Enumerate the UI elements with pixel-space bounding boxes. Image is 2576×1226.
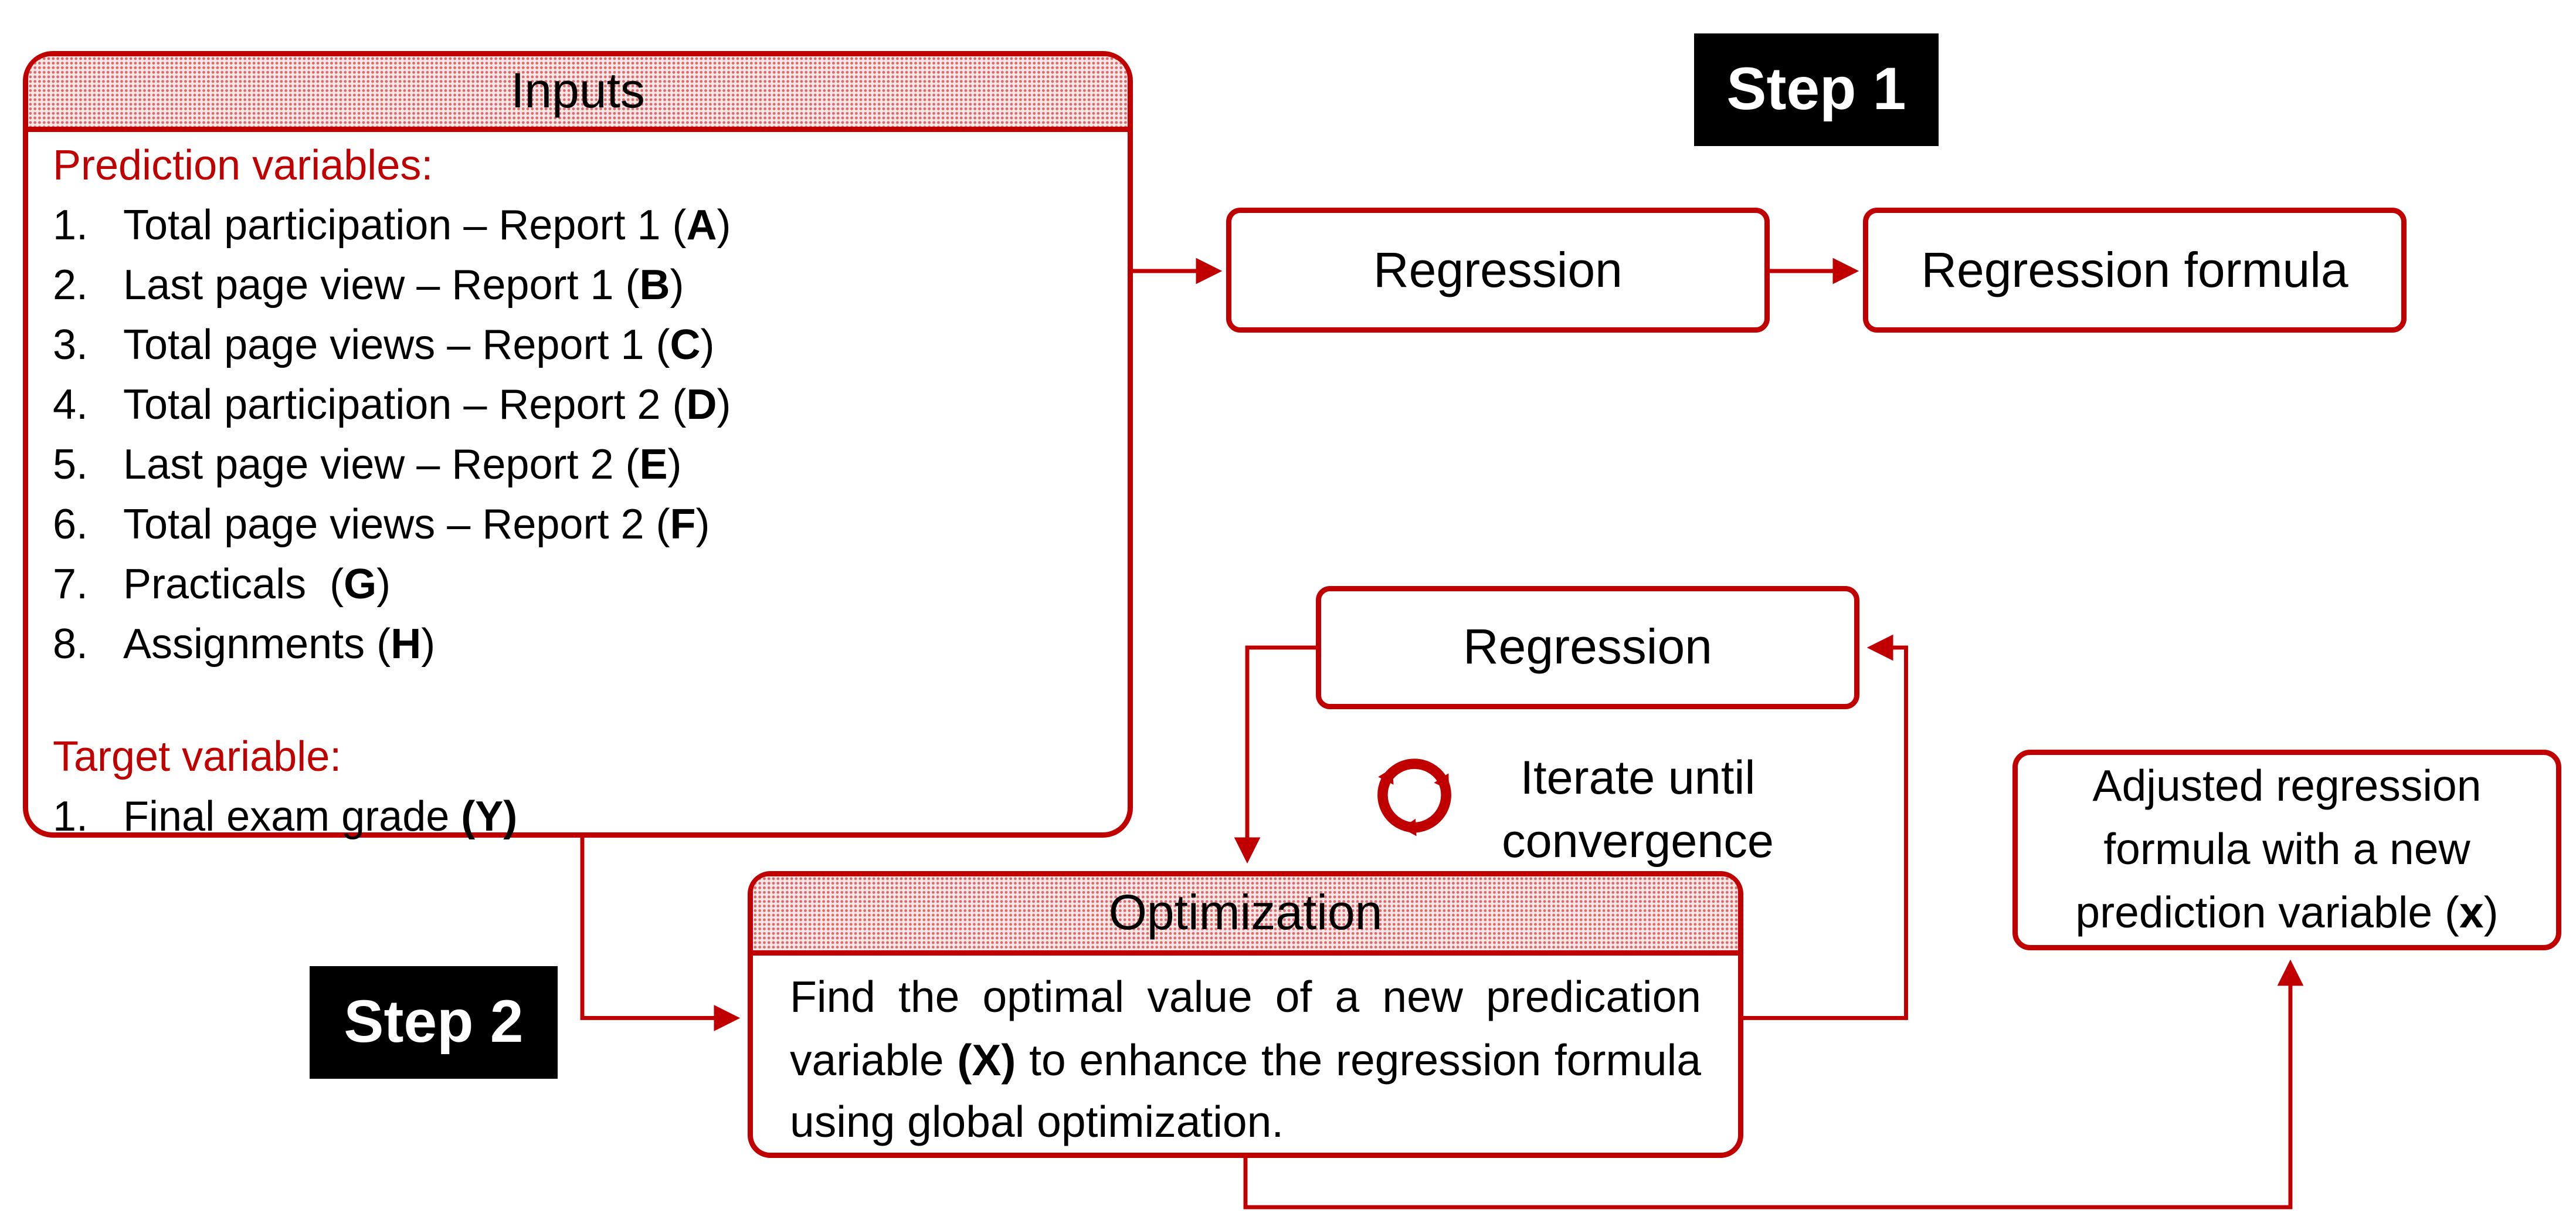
list-item-text: Last page view – Report 1 (B) bbox=[123, 257, 684, 317]
connector-regression2-to-optimization bbox=[1234, 645, 1316, 864]
text-prefix: Total page views – Report 2 ( bbox=[123, 502, 670, 549]
inputs-title: Inputs bbox=[511, 63, 645, 118]
iterate-note: Iterate until convergence bbox=[1471, 746, 1805, 873]
text-suffix: ) bbox=[421, 621, 436, 669]
list-item: 6. Total page views – Report 2 (F) bbox=[53, 496, 1103, 556]
optimization-body: Find the optimal value of a new predicat… bbox=[753, 956, 1738, 1156]
variable-letter: G bbox=[344, 561, 377, 609]
list-item-text: Practicals (G) bbox=[123, 556, 391, 616]
regression-label: Regression bbox=[1463, 619, 1712, 674]
list-item-text: Assignments (H) bbox=[123, 616, 435, 676]
iterate-note-line2: convergence bbox=[1502, 815, 1774, 868]
connector-inputs-to-optimization bbox=[580, 837, 741, 1031]
variable-letter: C bbox=[670, 322, 701, 370]
list-item-text: Total participation – Report 2 (D) bbox=[123, 377, 731, 436]
step2-badge: Step 2 bbox=[310, 966, 558, 1079]
list-item-number: 1. bbox=[53, 202, 89, 250]
text-prefix: Last page view – Report 2 ( bbox=[123, 442, 640, 489]
text-prefix: Total participation – Report 2 ( bbox=[123, 382, 687, 429]
text-prefix: Final exam grade bbox=[123, 794, 461, 841]
cycle-arrows-icon bbox=[1377, 758, 1451, 836]
inputs-box: Inputs Prediction variables: 1. Total pa… bbox=[23, 51, 1133, 841]
step1-badge: Step 1 bbox=[1694, 33, 1939, 146]
list-item: 8. Assignments (H) bbox=[53, 616, 1103, 676]
list-item-number: 2. bbox=[53, 262, 89, 310]
variable-letter: F bbox=[670, 502, 696, 549]
text-prefix: Practicals ( bbox=[123, 561, 344, 609]
text-suffix: ) bbox=[376, 561, 391, 609]
list-item-number: 4. bbox=[53, 382, 89, 429]
list-item-text: Total page views – Report 2 (F) bbox=[123, 496, 710, 556]
variable-letter: E bbox=[639, 442, 668, 489]
list-item-text: Final exam grade (Y) bbox=[123, 788, 517, 848]
list-item: 3. Total page views – Report 1 (C) bbox=[53, 317, 1103, 377]
text-suffix: ) bbox=[700, 322, 715, 370]
regression-label: Regression bbox=[1373, 242, 1623, 297]
regression-box-step2: Regression bbox=[1316, 586, 1859, 709]
list-item-number: 5. bbox=[53, 442, 89, 489]
list-item: 5. Last page view – Report 2 (E) bbox=[53, 436, 1103, 496]
inputs-body: Prediction variables: 1. Total participa… bbox=[28, 132, 1128, 848]
adjusted-formula-text: Adjusted regression formula with a new p… bbox=[2018, 755, 2556, 945]
list-item-text: Total participation – Report 1 (A) bbox=[123, 197, 731, 257]
list-item: 4. Total participation – Report 2 (D) bbox=[53, 377, 1103, 436]
list-item-number: 3. bbox=[53, 322, 89, 370]
optimization-header: Optimization bbox=[753, 876, 1738, 956]
prediction-variables-label: Prediction variables: bbox=[53, 143, 433, 190]
list-item-text: Last page view – Report 2 (E) bbox=[123, 436, 682, 496]
text-suffix: ) bbox=[670, 262, 684, 310]
inputs-header: Inputs bbox=[28, 56, 1128, 132]
adjusted-formula-box: Adjusted regression formula with a new p… bbox=[2012, 750, 2561, 950]
text-prefix: Assignments ( bbox=[123, 621, 391, 669]
list-item-number: 6. bbox=[53, 502, 89, 549]
list-item-number: 7. bbox=[53, 561, 89, 609]
step2-label: Step 2 bbox=[344, 988, 524, 1055]
optimization-box: Optimization Find the optimal value of a… bbox=[748, 871, 1743, 1158]
variable-letter: A bbox=[686, 202, 717, 250]
optimization-title: Optimization bbox=[1108, 885, 1383, 940]
text-suffix: ) bbox=[2483, 889, 2499, 938]
regression-formula-label: Regression formula bbox=[1921, 242, 2348, 297]
list-item-number: 8. bbox=[53, 621, 89, 669]
text-suffix: to enhance the regression formula using … bbox=[790, 1035, 1701, 1148]
text-suffix: ) bbox=[667, 442, 682, 489]
regression-box-step1: Regression bbox=[1226, 208, 1770, 333]
variable-letter: (Y) bbox=[461, 794, 518, 841]
list-item-text: Total page views – Report 1 (C) bbox=[123, 317, 715, 377]
list-item: 2. Last page view – Report 1 (B) bbox=[53, 257, 1103, 317]
text-suffix: ) bbox=[717, 382, 731, 429]
text-prefix: Adjusted regression formula with a new p… bbox=[2075, 762, 2482, 938]
text-prefix: Total page views – Report 1 ( bbox=[123, 322, 670, 370]
variable-letter: D bbox=[686, 382, 717, 429]
list-item-number: 1. bbox=[53, 794, 89, 841]
list-item: 1. Final exam grade (Y) bbox=[53, 788, 1103, 848]
target-variable-label: Target variable: bbox=[53, 734, 342, 781]
text-suffix: ) bbox=[717, 202, 731, 250]
text-prefix: Find the optimal value of a new predicat… bbox=[790, 973, 1701, 1085]
list-item: 7. Practicals (G) bbox=[53, 556, 1103, 616]
variable-letter: (X) bbox=[957, 1035, 1016, 1085]
variable-letter: x bbox=[2459, 889, 2484, 938]
text-prefix: Last page view – Report 1 ( bbox=[123, 262, 640, 310]
list-item: 1. Total participation – Report 1 (A) bbox=[53, 197, 1103, 257]
regression-formula-box: Regression formula bbox=[1863, 208, 2407, 333]
step1-label: Step 1 bbox=[1726, 55, 1906, 123]
variable-letter: H bbox=[391, 621, 422, 669]
variable-letter: B bbox=[639, 262, 670, 310]
iterate-note-line1: Iterate until bbox=[1520, 751, 1756, 804]
text-suffix: ) bbox=[695, 502, 710, 549]
text-prefix: Total participation – Report 1 ( bbox=[123, 202, 687, 250]
